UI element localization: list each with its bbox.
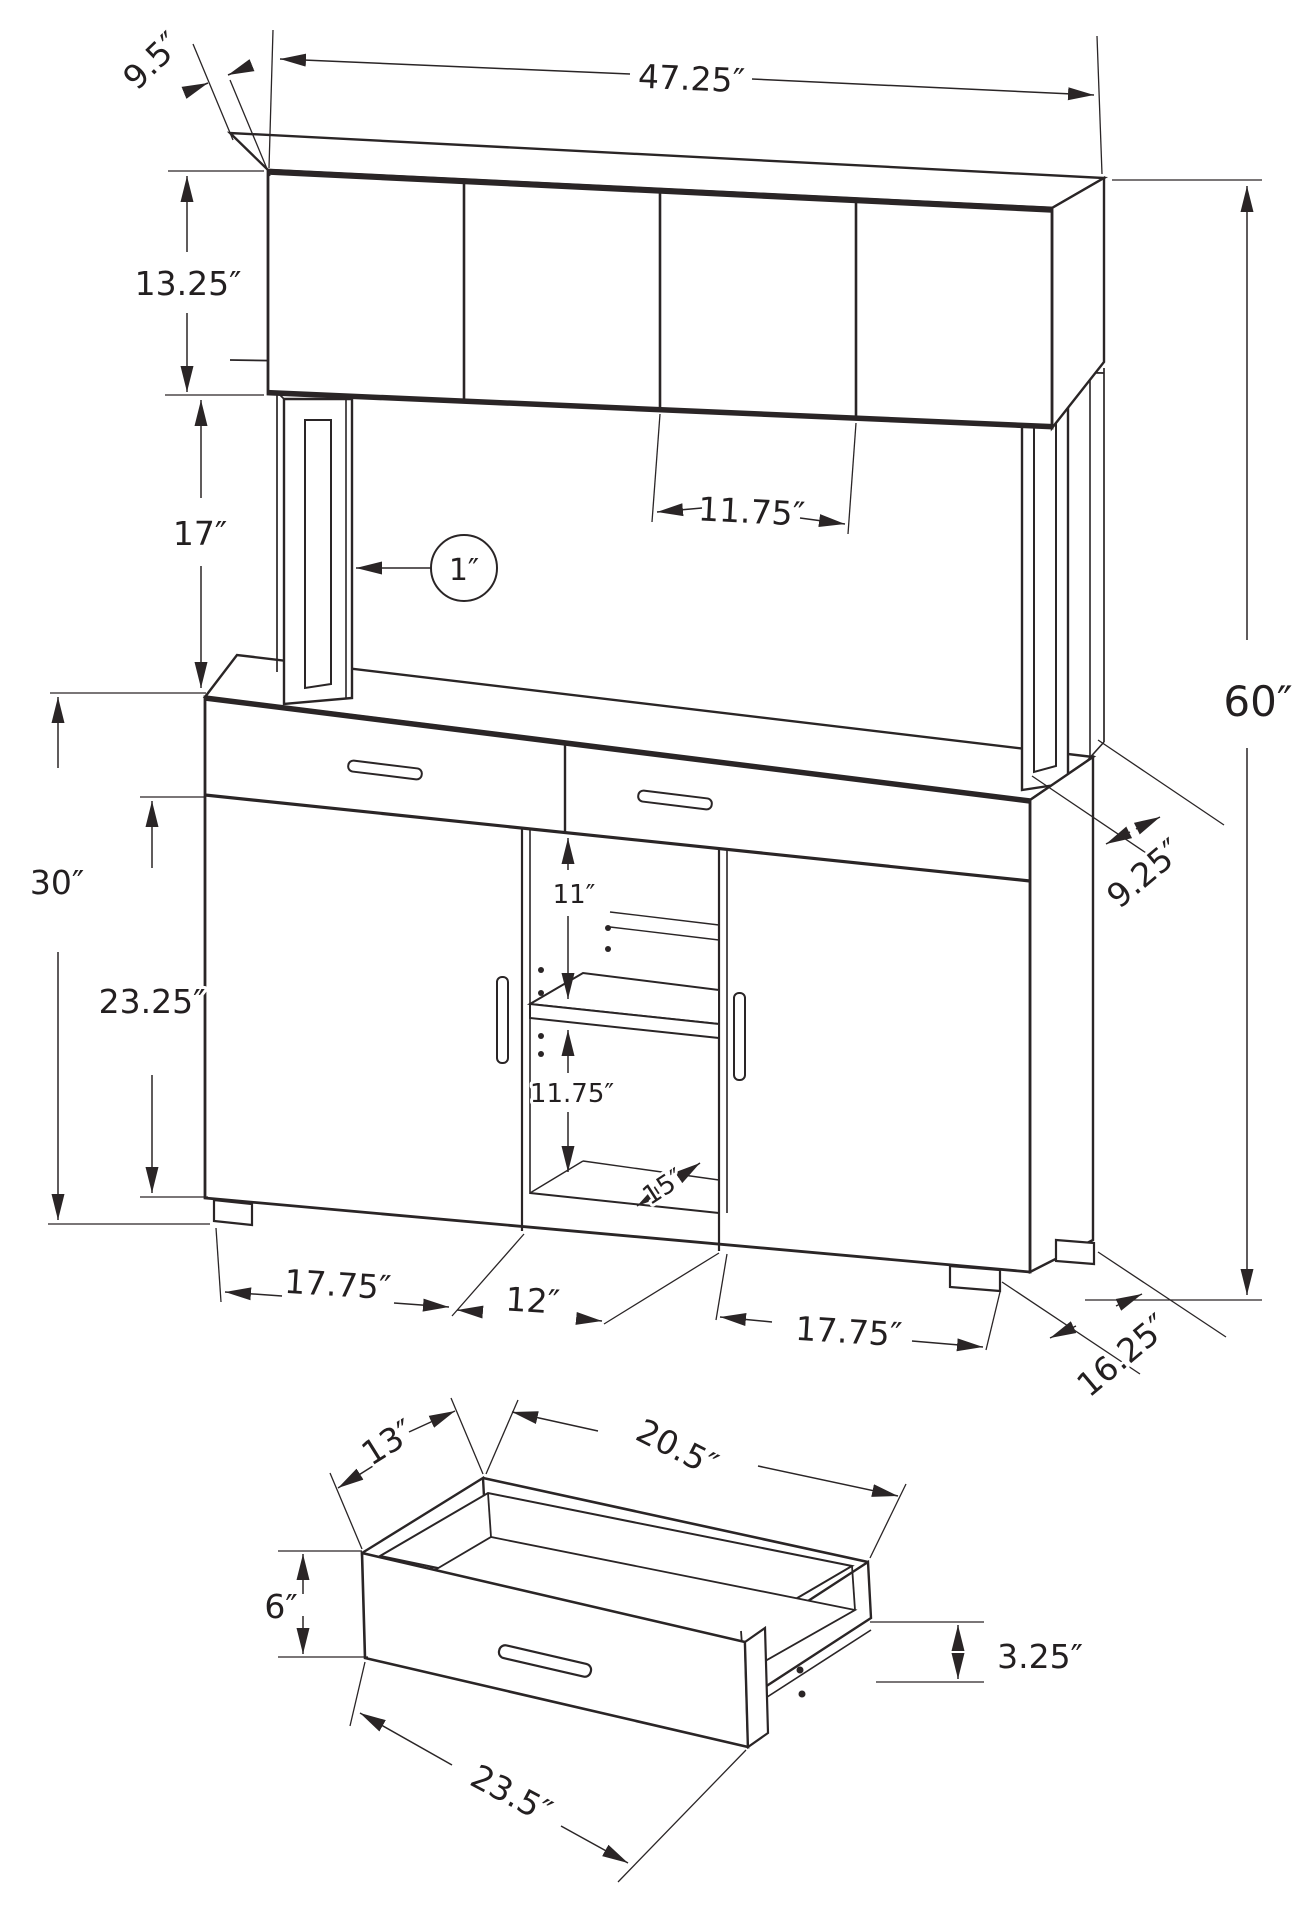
dim-hutch-depth: 9.5″: [112, 21, 271, 177]
door-handle-right: [733, 992, 746, 1081]
dim-base-height: 30″: [27, 692, 210, 1225]
dim-label-hutch-clearance: 17″: [173, 514, 227, 553]
callout-frame-tube: 1″: [356, 534, 498, 602]
hutch-side-face: [1050, 175, 1106, 432]
dim-label-drawer-front-height: 6″: [264, 1587, 297, 1626]
dim-label-hutch-depth: 9.5″: [115, 24, 189, 97]
shelf-pin-holes: [538, 925, 611, 1057]
dim-label-drawer-side-length: 20.5″: [630, 1411, 724, 1485]
dim-label-base-door-height: 23.25″: [99, 982, 206, 1021]
dim-base-door-height: 23.25″: [96, 796, 208, 1198]
dim-label-frame-depth: 9.25″: [1099, 831, 1190, 916]
drawer-band-bottom-edge: [204, 793, 1031, 883]
dim-label-hutch-width: 47.25″: [637, 57, 745, 101]
middle-shelf-front-edge: [529, 1002, 720, 1040]
base-cabinet: [203, 695, 1096, 1293]
dim-label-base-depth: 16.25″: [1069, 1306, 1176, 1405]
drawer-handle-left: [347, 759, 423, 781]
foot-back-right: [1054, 1238, 1096, 1266]
drawer-screw-holes: [796, 1666, 806, 1698]
dim-base-depth: 16.25″: [1001, 1251, 1227, 1407]
dim-label-opening-upper: 11″: [553, 880, 596, 910]
dim-label-door-width-left: 17.75″: [283, 1262, 392, 1307]
callout-circle: [430, 534, 498, 602]
dim-label-door-width-right: 17.75″: [794, 1309, 903, 1354]
drawer-front-handle: [497, 1644, 593, 1678]
center-open-section: [520, 828, 728, 1251]
dim-hutch-width: 47.25″: [268, 29, 1103, 175]
foot-front-right: [948, 1264, 1002, 1293]
main-unit-view: 9.5″ 47.25″ 13.25″ 17″ 11.75″: [27, 21, 1296, 1407]
dim-drawer-side-height: 3.25″: [870, 1621, 1086, 1683]
cabinet-floor-front-edge: [529, 1192, 720, 1214]
dim-label-hutch-door-width: 11.75″: [697, 489, 806, 534]
dim-total-height: 60″: [1085, 179, 1296, 1301]
base-top-front-edge: [204, 695, 1031, 804]
dim-label-total-height: 60″: [1223, 677, 1292, 726]
drawer-detail-view: 13″ 20.5″ 6″ 3.25″ 2: [261, 1397, 1086, 1883]
dim-label-opening-lower: 11.75″: [530, 1079, 614, 1109]
dim-hutch-door-width: 11.75″: [651, 413, 857, 537]
drawer-handle-right: [637, 789, 713, 811]
drawer-front-panel-end: [743, 1625, 770, 1750]
foot-front-left: [212, 1198, 254, 1227]
dim-bottom-widths: 17.75″ 12″ 17.75″: [215, 1227, 1001, 1357]
dim-label-frame-tube: 1″: [449, 553, 479, 588]
dim-label-hutch-height: 13.25″: [135, 264, 242, 303]
dim-label-base-height: 30″: [30, 863, 84, 902]
door-handle-left: [496, 976, 509, 1064]
left-support-frame: [276, 391, 354, 706]
dim-drawer-front-height: 6″: [261, 1550, 368, 1658]
base-side-face: [1028, 754, 1095, 1274]
drawer-back-rim-edge: [482, 1476, 869, 1564]
dim-label-drawer-front-width: 23.5″: [464, 1756, 558, 1831]
dim-label-center-width: 12″: [504, 1279, 561, 1321]
dim-hutch-height: 13.25″: [132, 170, 264, 396]
drawer-bottom-panel-edge: [749, 1629, 872, 1709]
dim-opening-lower: 11.75″: [527, 1030, 617, 1172]
dim-hutch-clearance: 17″: [170, 400, 230, 688]
hutch-cabinet: [226, 131, 1109, 432]
dim-opening-upper: 11″: [550, 838, 599, 999]
dim-label-drawer-side-height: 3.25″: [997, 1637, 1083, 1676]
right-support-frame: [1020, 361, 1105, 792]
dim-label-drawer-back-width: 13″: [355, 1411, 422, 1473]
